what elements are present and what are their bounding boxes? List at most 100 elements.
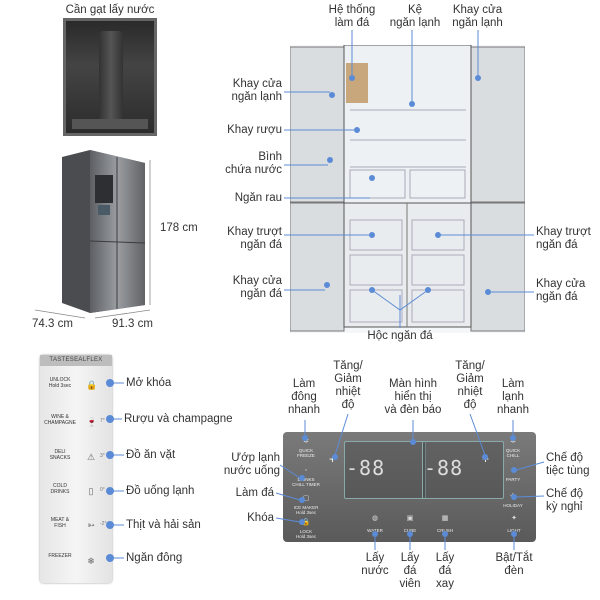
wine-icon: 🍷 — [86, 417, 98, 427]
label-ice-system: Hệ thống làm đá — [328, 4, 376, 29]
row-sub: DRINKS — [50, 489, 70, 495]
row-sub: SNACKS — [49, 455, 71, 461]
label-meat: Thịt và hải sản — [126, 519, 201, 531]
label-fridge-shelf: Kệ ngăn lạnh — [389, 4, 441, 29]
flex-row-freezer[interactable]: FREEZER ❄ — [40, 551, 112, 573]
label-unlock: Mở khóa — [126, 377, 172, 389]
panel-header: TASTESEALFLEX — [40, 355, 112, 366]
quick-freeze-button[interactable]: QUICK FREEZE — [297, 448, 315, 458]
dim-depth: 74.3 cm — [32, 318, 73, 330]
holiday-button[interactable]: HOLIDAY — [503, 503, 523, 508]
light-icon: ✦ — [511, 515, 517, 522]
row-sub: FISH — [54, 523, 66, 529]
ice-maker-icon: ▢ — [302, 495, 310, 502]
quick-freeze-icon: ✲ — [303, 438, 309, 445]
dim-width: 91.3 cm — [112, 318, 153, 330]
row-key: COLD — [53, 483, 67, 489]
row-sub: Hold 3sec — [48, 383, 72, 389]
label-quick-freeze: Làm đông nhanh — [288, 378, 320, 416]
label-freezer-door-tray-left: Khay cửa ngăn đá — [232, 275, 282, 300]
row-level: 0° — [100, 487, 105, 493]
label-light: Bật/Tắt đèn — [495, 552, 533, 577]
fridge-interior-photo — [290, 45, 525, 333]
row-sub: CHAMPAGNE — [44, 420, 76, 426]
label-quick-chill: Làm lạnh nhanh — [497, 378, 529, 416]
row-level: 3° — [100, 453, 105, 459]
label-vegetable-drawer: Ngăn rau — [234, 192, 282, 204]
label-freezer-slide-right: Khay trượt ngăn đá — [536, 226, 591, 251]
light-button[interactable]: LIGHT — [507, 528, 521, 533]
fridge-plus-button[interactable]: + — [329, 452, 337, 466]
row-key: FREEZER — [48, 553, 72, 559]
ice-maker-button[interactable]: ICE MAKER Hold 3sec — [293, 505, 319, 515]
flex-row-wine[interactable]: WINE &CHAMPAGNE 🍷 7° — [40, 412, 112, 434]
dispenser-lever — [99, 31, 123, 121]
label-crush: Lấy đá xay — [435, 552, 455, 590]
lock-icon: 🔒 — [301, 519, 311, 526]
row-key: UNLOCK — [49, 377, 71, 383]
label-party: Chế độ tiệc tùng — [546, 452, 590, 477]
label-freezer: Ngăn đông — [126, 552, 183, 564]
label-wine: Rượu và champagne — [124, 413, 233, 425]
water-icon: ◍ — [371, 515, 379, 522]
control-panel — [283, 432, 536, 542]
quick-chill-button[interactable]: QUICK CHILL — [505, 448, 521, 458]
dispenser-tray — [72, 119, 148, 129]
fridge-display — [344, 441, 426, 499]
label-cold-drinks: Đồ uống lạnh — [126, 485, 195, 497]
row-level: 7° — [100, 418, 105, 424]
row-key: DELI — [54, 449, 66, 455]
label-temp-adjust-left: Tăng/ Giảm nhiệt độ — [333, 360, 363, 411]
label-holiday: Chế độ kỳ nghỉ — [546, 488, 584, 513]
fridge-temp-digits: -88 — [346, 456, 386, 480]
row-key: MEAT & — [50, 517, 70, 523]
label-cube: Lấy đá viên — [399, 552, 421, 590]
crush-button[interactable]: CRUSH — [436, 528, 453, 533]
dim-height: 178 cm — [160, 222, 198, 234]
cup-icon: ▯ — [88, 486, 94, 496]
row-key: WINE & — [51, 414, 69, 420]
warning-icon: ⚠ — [86, 452, 96, 462]
label-freezer-door-tray-right: Khay cửa ngăn đá — [536, 278, 586, 303]
fridge-exterior-photo — [62, 150, 146, 313]
party-button[interactable]: PARTY — [505, 477, 521, 482]
cube-button[interactable]: CUBE — [403, 528, 417, 533]
cube-icon: ▣ — [406, 515, 414, 522]
label-display: Màn hình hiển thị và đèn báo — [384, 378, 442, 416]
label-wine-tray: Khay rượu — [227, 124, 282, 136]
freezer-temp-digits: -88 — [424, 456, 464, 480]
row-level: -2° — [100, 521, 107, 527]
label-fridge-door-tray-left: Khay cửa ngăn lạnh — [231, 78, 282, 103]
flex-row-meat[interactable]: MEAT &FISH ➳ -2° — [40, 515, 112, 537]
lever-caption: Cần gạt lấy nước — [65, 4, 155, 16]
label-water: Lấy nước — [361, 552, 389, 577]
label-water-tank: Bình chứa nước — [225, 151, 282, 176]
lock-button[interactable]: LOCK Hold 3sec — [295, 529, 316, 539]
quick-chill-icon: ✲ — [510, 438, 516, 445]
dispenser-photo — [63, 18, 157, 136]
lock-icon: 🔒 — [86, 380, 98, 390]
label-temp-adjust-right: Tăng/ Giảm nhiệt độ — [455, 360, 485, 411]
label-drinks-chill: Ướp lạnh nước uống — [223, 452, 280, 477]
drinks-chill-icon: ◦ — [304, 467, 308, 474]
drinks-chill-button[interactable]: DRINKS CHILL TIMER — [292, 477, 320, 487]
water-button[interactable]: WATER — [367, 528, 383, 533]
freezer-display — [422, 441, 504, 499]
label-ice-maker: Làm đá — [235, 487, 274, 499]
label-deli: Đồ ăn vặt — [126, 449, 176, 461]
label-freezer-slide-left: Khay trượt ngăn đá — [227, 226, 282, 251]
label-lock: Khóa — [247, 512, 274, 524]
crush-icon: ▦ — [441, 515, 449, 522]
fish-icon: ➳ — [87, 520, 95, 530]
label-freezer-drawer: Hộc ngăn đá — [367, 330, 433, 342]
snowflake-icon: ❄ — [87, 556, 95, 566]
label-fridge-door-tray-right: Khay cửa ngăn lạnh — [452, 4, 503, 29]
